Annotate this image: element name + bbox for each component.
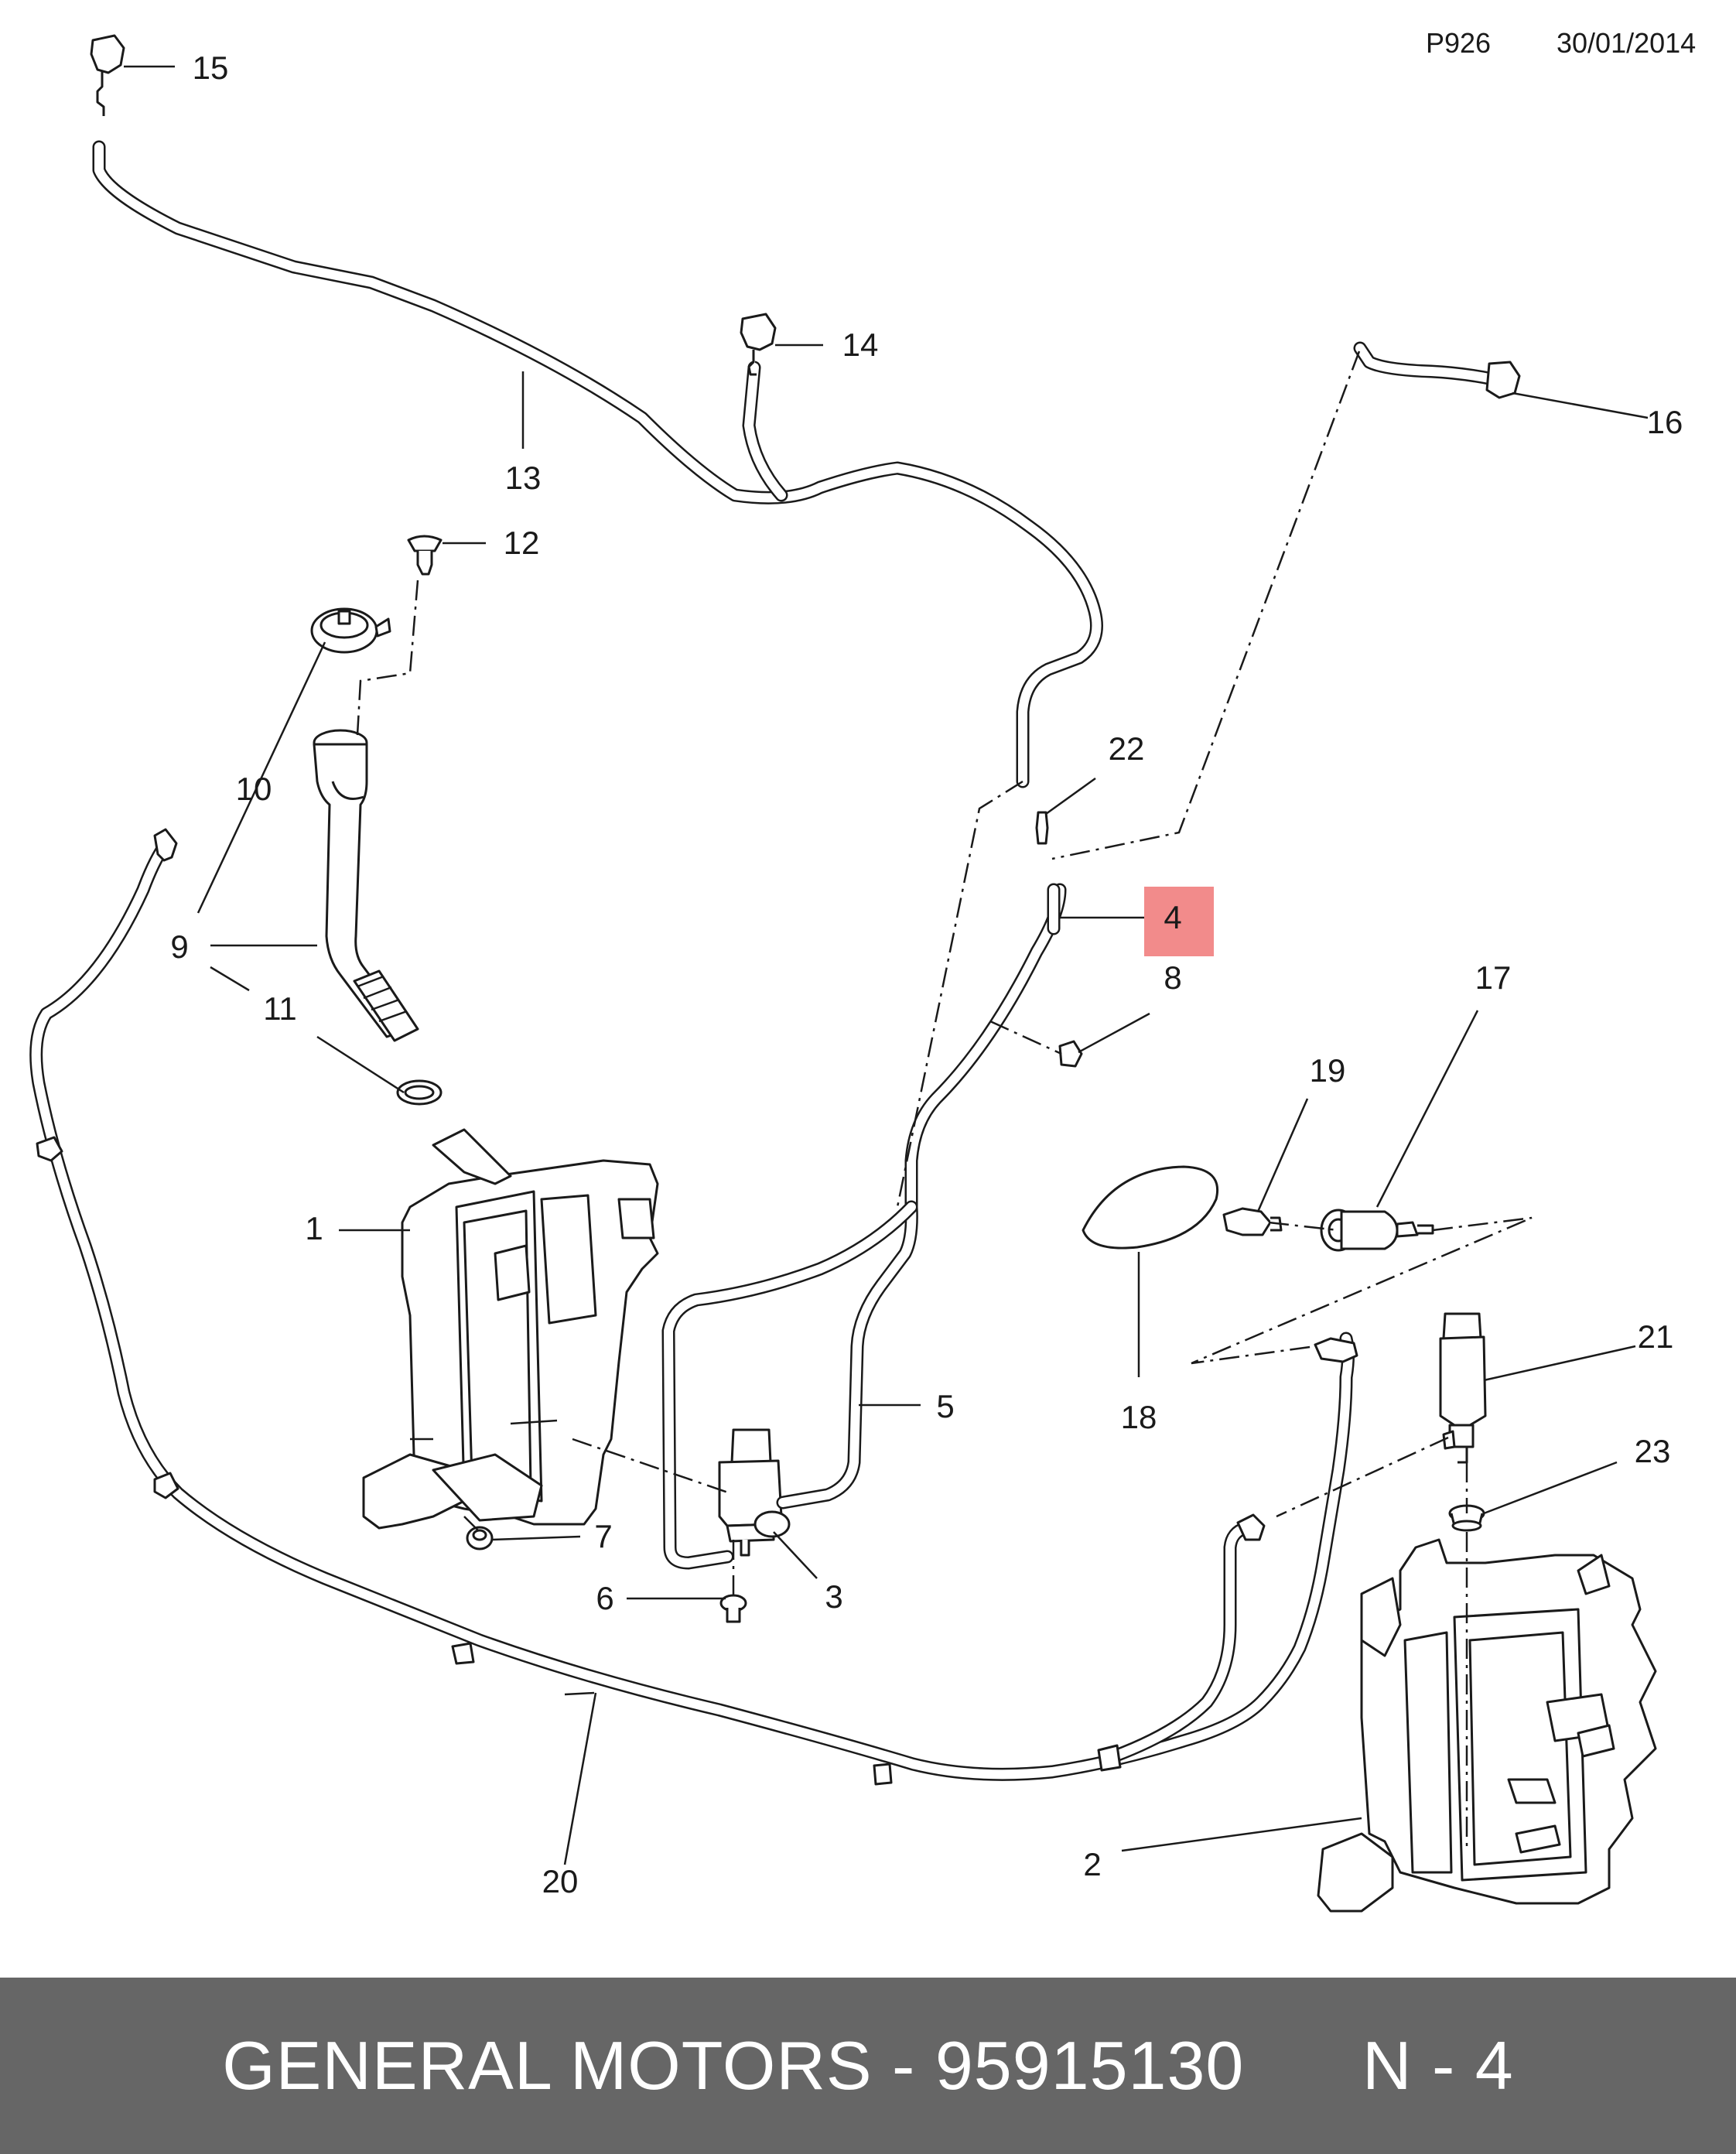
callout-10: 10: [236, 771, 272, 807]
washer-nozzle-15: [90, 34, 175, 116]
washer-pump-21: [1439, 1312, 1487, 1464]
callout-9: 9: [170, 928, 188, 965]
washer-hose-branch-14: [742, 361, 788, 502]
washer-hose-5: [661, 883, 1067, 1570]
bolt-6: [719, 1594, 747, 1623]
callout-21: 21: [1638, 1318, 1674, 1355]
seal-ring-11: [396, 1079, 443, 1106]
leader-lines: [196, 371, 1636, 1865]
callout-6: 6: [596, 1580, 613, 1616]
assembly-lines: [356, 350, 1533, 1849]
callout-1: 1: [305, 1210, 323, 1246]
callout-13: 13: [505, 460, 542, 496]
highlight-box: [1144, 887, 1214, 956]
washer-nozzle-16: [1353, 341, 1649, 419]
connector-22: [1035, 811, 1049, 845]
callout-18: 18: [1121, 1399, 1157, 1435]
washer-pump-3: [718, 1428, 791, 1557]
washer-nozzle-14: [740, 313, 823, 376]
callout-8: 8: [1164, 959, 1181, 996]
footer-manufacturer: GENERAL MOTORS: [222, 2027, 873, 2104]
callout-7: 7: [594, 1518, 612, 1554]
washer-hose-20: [29, 828, 1358, 1786]
callout-23: 23: [1635, 1433, 1671, 1469]
callout-22: 22: [1109, 730, 1145, 767]
diagram-code: P926: [1426, 27, 1491, 59]
callout-20: 20: [542, 1863, 579, 1899]
diagram-date: 30/01/2014: [1557, 27, 1696, 59]
footer-position-label: N - 4: [1362, 2027, 1514, 2104]
footer-bar: GENERAL MOTORS - 95915130 N - 4: [0, 1978, 1736, 2154]
callout-5: 5: [936, 1388, 954, 1424]
washer-reservoir-2: [1317, 1538, 1657, 1913]
nut-7: [466, 1526, 494, 1551]
callout-15: 15: [193, 50, 229, 86]
callout-16: 16: [1647, 404, 1683, 440]
footer-separator: -: [872, 2027, 935, 2104]
callout-17: 17: [1475, 959, 1512, 996]
clip-8: [1058, 1040, 1083, 1068]
callout-19: 19: [1310, 1052, 1346, 1089]
footer-caption: GENERAL MOTORS - 95915130 N - 4: [222, 2026, 1514, 2105]
washer-reservoir-1: [362, 1128, 659, 1530]
filler-neck-9: [313, 729, 419, 1042]
callout-2: 2: [1083, 1846, 1101, 1882]
parts-diagram: P926 30/01/2014: [29, 27, 1696, 1913]
callout-14: 14: [842, 327, 879, 363]
callout-4: 4: [1164, 899, 1181, 935]
footer-part-number: 95915130: [935, 2027, 1245, 2104]
connector-19: [1222, 1207, 1283, 1236]
callout-3: 3: [825, 1578, 842, 1615]
footer-gap: [1244, 2027, 1362, 2104]
callout-numbers: 1 2 3 4 5 6 7 8 9 10 11 12 13 14 15 16 1…: [170, 50, 1683, 1899]
filler-cap-10: [310, 607, 391, 654]
headlamp-washer-nozzle-17: [1320, 1209, 1434, 1252]
washer-hose-13: [92, 140, 1103, 788]
callout-12: 12: [504, 525, 540, 561]
callout-11: 11: [263, 990, 297, 1027]
headlamp-washer-cover-18: [1082, 1165, 1219, 1250]
clip-12: [407, 535, 486, 576]
